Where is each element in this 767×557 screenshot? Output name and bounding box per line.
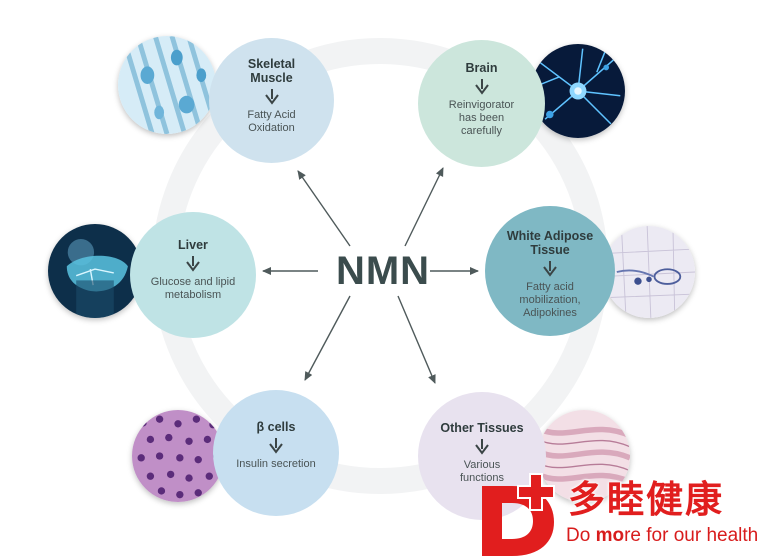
- brand-slogan-highlight: mo: [595, 525, 625, 546]
- node-adipose-title: White Adipose Tissue: [506, 229, 594, 257]
- node-beta-cells-title: β cells: [256, 420, 296, 434]
- brand-slogan-prefix: Do: [566, 525, 596, 546]
- node-beta-cells: β cells Insulin secretion: [213, 390, 339, 516]
- liver-photo: [48, 224, 142, 318]
- node-beta-cells-desc: Insulin secretion: [236, 458, 316, 470]
- node-brain-desc: Reinvigorator has been carefully: [448, 99, 515, 137]
- node-liver-desc: Glucose and lipid metabolism: [150, 276, 236, 301]
- node-brain: Brain Reinvigorator has been carefully: [418, 40, 545, 167]
- chevron-down-icon: [264, 89, 279, 105]
- brand-chinese-name: 多睦健康: [568, 478, 724, 521]
- brand-slogan-suffix: re for our health: [624, 525, 759, 546]
- nmn-center-label: NMN: [335, 249, 431, 293]
- node-skeletal-muscle: Skeletal Muscle Fatty Acid Oxidation: [209, 38, 334, 163]
- node-other-tissues-title: Other Tissues: [440, 421, 524, 435]
- beta-cells-photo: [132, 410, 224, 502]
- chevron-down-icon: [269, 438, 283, 454]
- node-skeletal-muscle-title: Skeletal Muscle: [247, 57, 296, 85]
- chevron-down-icon: [474, 79, 489, 95]
- chevron-down-icon: [186, 256, 200, 272]
- skeletal-muscle-photo: [118, 36, 216, 134]
- node-white-adipose-tissue: White Adipose Tissue Fatty acid mobiliza…: [485, 206, 615, 336]
- arrow-to-brain: [404, 167, 444, 247]
- brain-neuron-photo: [531, 44, 625, 138]
- node-liver-title: Liver: [178, 238, 208, 252]
- chevron-down-icon: [543, 261, 557, 277]
- chevron-down-icon: [475, 439, 489, 455]
- arrow-to-beta-cells: [304, 295, 351, 381]
- node-skeletal-muscle-desc: Fatty Acid Oxidation: [247, 109, 296, 134]
- node-other-tissues-desc: Various functions: [459, 459, 505, 484]
- adipose-tissue-photo: [603, 226, 695, 318]
- node-adipose-desc: Fatty acid mobilization, Adipokines: [519, 281, 581, 319]
- node-liver: Liver Glucose and lipid metabolism: [130, 212, 256, 338]
- brand-logo-icon: [482, 473, 555, 556]
- brand-slogan: Do more for our health: [566, 524, 758, 548]
- node-brain-title: Brain: [465, 61, 498, 75]
- arrow-to-skeletal-muscle: [297, 170, 351, 247]
- arrow-to-other-tissues: [397, 295, 436, 384]
